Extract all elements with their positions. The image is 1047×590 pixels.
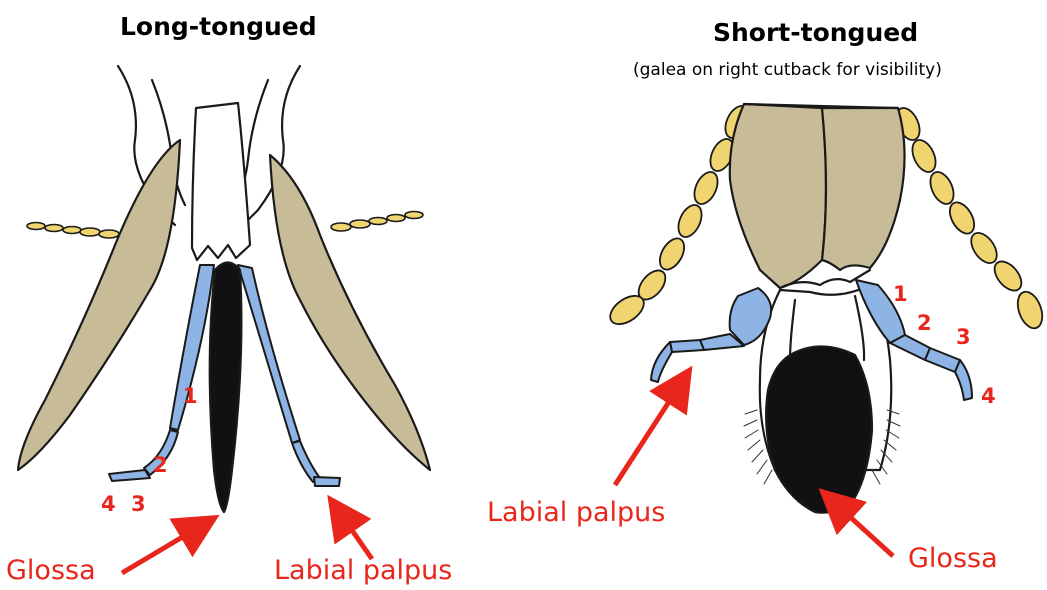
long-palpus-label: Labial palpus — [274, 555, 452, 586]
long-glossa — [210, 263, 242, 513]
left-palpus-arrow — [333, 503, 372, 559]
short-left-galea-plate — [730, 104, 826, 288]
long-segment-2: 2 — [153, 453, 168, 477]
short-segment-1: 1 — [893, 282, 908, 306]
long-segment-1: 1 — [183, 384, 198, 408]
long-tongued-title: Long-tongued — [120, 12, 317, 41]
long-segment-3: 3 — [131, 492, 146, 516]
left-galea — [18, 140, 180, 470]
short-segment-2: 2 — [917, 311, 932, 335]
short-glossa — [766, 347, 872, 513]
short-left-maxillary-palp — [605, 102, 753, 330]
short-right-maxillary-palp — [892, 104, 1047, 331]
short-segment-3: 3 — [956, 325, 971, 349]
right-maxillary-palp — [331, 212, 423, 232]
short-tongued-subtitle: (galea on right cutback for visibility) — [633, 60, 942, 80]
short-segment-4: 4 — [981, 384, 996, 408]
long-glossa-label: Glossa — [6, 555, 96, 586]
short-palpus-label: Labial palpus — [487, 497, 665, 528]
left-maxillary-palp — [27, 223, 119, 239]
long-segment-4: 4 — [101, 492, 116, 516]
short-tongued-diagram — [605, 102, 1047, 512]
short-tongued-title: Short-tongued — [713, 18, 918, 47]
right-palpus-arrow — [615, 374, 687, 485]
short-left-labial-palpus — [651, 288, 771, 382]
left-glossa-arrow — [122, 520, 211, 573]
right-glossa-arrow — [826, 495, 893, 556]
prementum — [192, 103, 250, 260]
short-glossa-label: Glossa — [908, 543, 998, 574]
long-tongued-diagram — [18, 66, 430, 512]
short-right-galea-plate — [822, 108, 905, 270]
